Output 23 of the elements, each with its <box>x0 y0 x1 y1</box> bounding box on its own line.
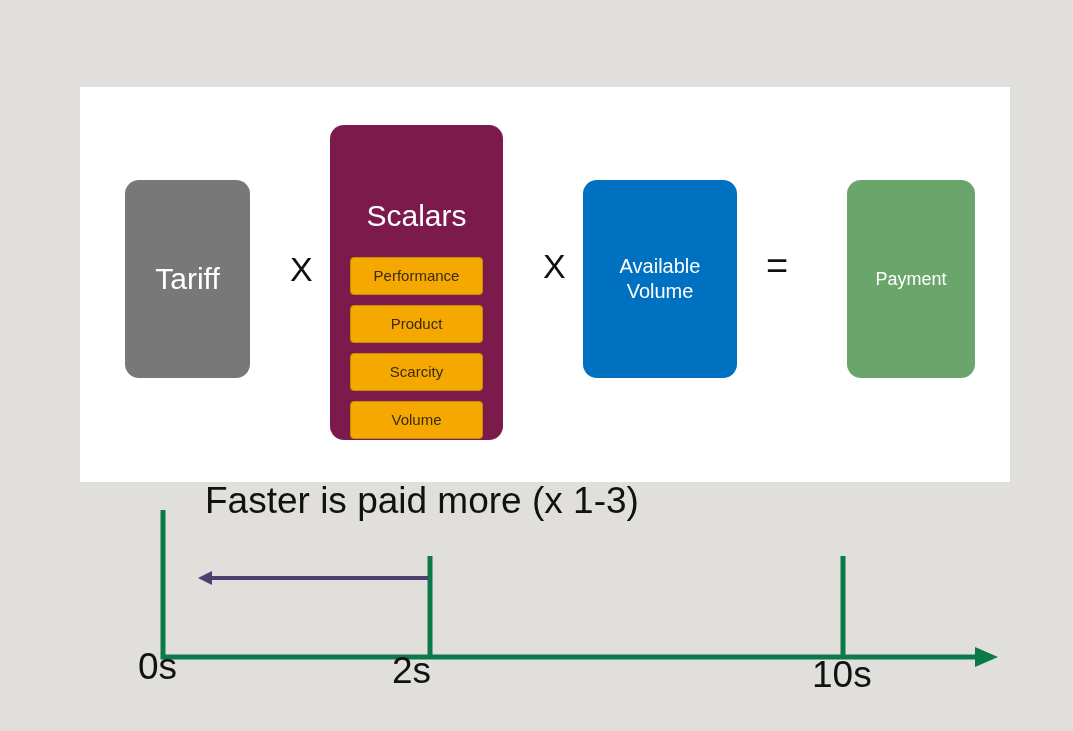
process-box <box>847 180 975 378</box>
operator-symbol: X <box>543 249 566 283</box>
scalar-box <box>350 257 483 295</box>
scalar-box <box>350 305 483 343</box>
axis-note: Faster is paid more (x 1-3) <box>205 482 639 519</box>
scalar-box <box>350 401 483 439</box>
scalar-box <box>350 353 483 391</box>
process-box <box>583 180 737 378</box>
tick-label: 10s <box>812 656 872 693</box>
box-title: Scalars <box>365 198 468 234</box>
process-box <box>330 125 503 440</box>
tick-label: 0s <box>138 648 178 685</box>
tick-label: 2s <box>392 652 432 689</box>
operator-symbol: X <box>290 252 313 286</box>
box-label: Available Volume <box>618 254 702 304</box>
box-label: Product <box>390 313 443 334</box>
box-label: Scarcity <box>389 361 444 382</box>
operator-symbol: = <box>766 247 789 285</box>
box-label: Payment <box>874 267 948 291</box>
process-box <box>125 180 250 378</box>
box-label: Volume <box>391 409 442 430</box>
box-label: Performance <box>373 265 460 286</box>
box-label: Tariff <box>154 261 221 298</box>
